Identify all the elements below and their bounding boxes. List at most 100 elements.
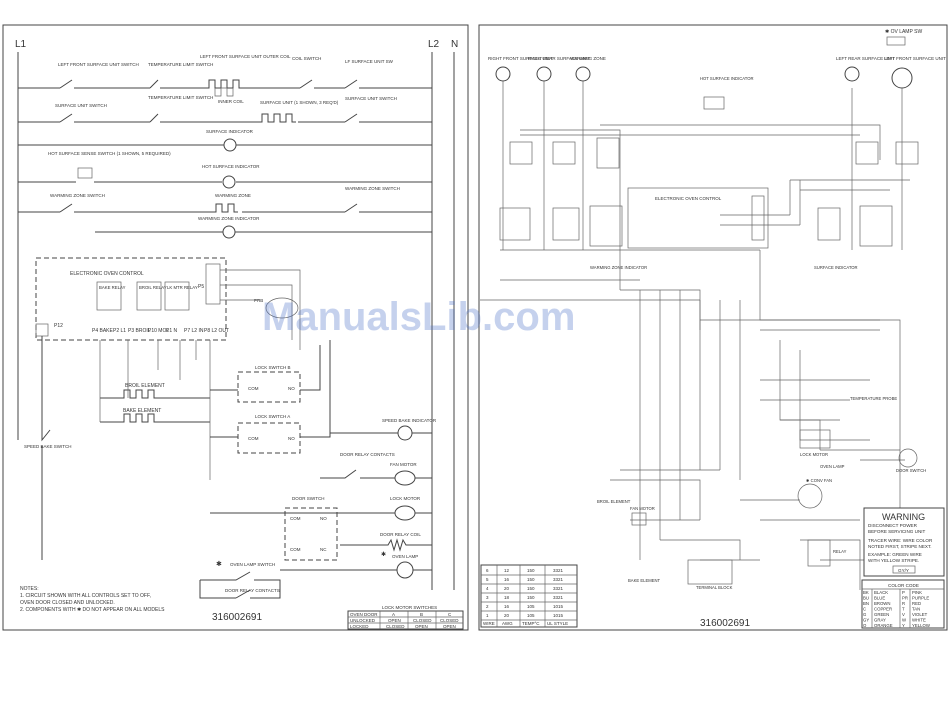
warning-line-2: TRACER WIRE: WIRE COLOR xyxy=(868,538,933,543)
wire-r4c3: 1015 xyxy=(553,604,564,609)
label-oven-lamp-star: ✱ xyxy=(381,551,386,558)
cc-r2c2: R xyxy=(902,601,905,606)
warning-line-3: NOTED FIRST, STRIPE NEXT. xyxy=(868,544,932,549)
label-conv-fan: ✱ CONV FAN xyxy=(806,478,832,483)
wire-r2c1: 20 xyxy=(504,586,510,591)
wire-h2: TEMP°C xyxy=(522,621,540,626)
label-inner-coil: INNER COIL xyxy=(218,99,244,104)
label-electronic-oven-control-r: ELECTRONIC OVEN CONTROL xyxy=(655,196,722,201)
surface-units-row: RIGHT FRONT SURFACE UNIT RIGHT REAR SURF… xyxy=(488,29,946,110)
wire-r0c1: 12 xyxy=(504,568,510,573)
label-warming-zone-switch-r: WARMING ZONE SWITCH xyxy=(345,186,400,191)
label-lock-a-no: NO xyxy=(288,436,295,441)
hot-surface-indicator-box xyxy=(703,96,725,110)
lock-switches: LOCK SWITCH B COM NO LOCK SWITCH A COM N… xyxy=(210,340,331,454)
conv-fan-icon xyxy=(797,483,823,509)
cc-r5c1: GRAY xyxy=(874,618,886,623)
label-coil-switch: COIL SWITCH xyxy=(292,56,321,61)
oven-lamp-switch: ✱ OVEN LAMP SWITCH DOOR RELAY CONTACTS xyxy=(199,560,281,599)
wire-r3c0: 3 xyxy=(486,595,489,600)
lk-mtr-relay xyxy=(164,281,190,311)
cc-r4c2: V xyxy=(902,612,905,617)
ov-lamp-sw-box xyxy=(886,36,906,46)
hot-surface-indicator-lamp xyxy=(222,175,236,189)
notes: NOTES: 1. CIRCUIT SHOWN WITH ALL CONTROL… xyxy=(20,586,165,613)
label-lock-b-no: NO xyxy=(288,386,295,391)
terminal-block-box xyxy=(687,559,733,585)
wire-r4c2: 105 xyxy=(527,604,535,609)
label-surface-unit-switch-r: SURFACE UNIT SWITCH xyxy=(345,96,397,101)
p5-connector xyxy=(205,263,221,305)
wire-h3: UL STYLE xyxy=(547,621,568,626)
cc-r1c1: BLUE xyxy=(874,596,885,601)
cc-r5c3: WHITE xyxy=(912,618,926,623)
wire-r4c1: 16 xyxy=(504,604,510,609)
cc-r3c2: T xyxy=(902,607,905,612)
broil-relay xyxy=(136,281,162,311)
wire-r3c1: 18 xyxy=(504,595,510,600)
lock-switch-b-box xyxy=(237,371,301,403)
lock-table-r0c3: CLOSED xyxy=(440,618,459,623)
label-p3-broil: P3 BROIL xyxy=(128,328,151,334)
label-n: N xyxy=(451,39,458,50)
label-speed-bake-indicator: SPEED BAKE INDICATOR xyxy=(382,418,437,423)
label-door-switch: DOOR SWITCH xyxy=(292,496,325,501)
electronic-oven-control-r: ELECTRONIC OVEN CONTROL WARMING ZONE IND… xyxy=(590,187,858,270)
label-lock-motor: LOCK MOTOR xyxy=(390,496,421,501)
label-lk-mtr-relay: LK MTR RELAY xyxy=(167,285,198,290)
wire-r0c0: 6 xyxy=(486,568,489,573)
label-surface-unit-shown: SURFACE UNIT (1 SHOWN, 3 REQ'D) xyxy=(260,100,339,105)
electronic-oven-control-block: ELECTRONIC OVEN CONTROL BAKE RELAY BROIL… xyxy=(35,257,229,341)
cc-r6c2: Y xyxy=(902,623,905,628)
lock-table-title: LOCK MOTOR SWITCHES xyxy=(382,605,437,610)
watermark: ManualsLib.com xyxy=(262,295,575,339)
note-line-1: 1. CIRCUIT SHOWN WITH ALL CONTROLS SET T… xyxy=(20,593,151,599)
note-line-0: NOTES: xyxy=(20,586,39,592)
label-lf-outer-coil: LEFT FRONT SURFACE UNIT OUTER COIL xyxy=(200,54,291,59)
label-lock-motor-r: LOCK MOTOR xyxy=(800,452,828,457)
cc-r1c3: PURPLE xyxy=(912,596,929,601)
label-hot-surface-indicator: HOT SURFACE INDICATOR xyxy=(202,164,260,169)
label-broil-element-r: BROIL ELEMENT xyxy=(597,499,631,504)
lock-switch-a-box xyxy=(237,422,301,454)
lock-table-r0c1: OPEN xyxy=(388,618,401,623)
label-bake-element: BAKE ELEMENT xyxy=(123,408,161,414)
label-electronic-oven-control: ELECTRONIC OVEN CONTROL xyxy=(70,271,144,277)
wire-r3c2: 150 xyxy=(527,595,535,600)
label-lf-surface-unit-switch: LEFT FRONT SURFACE UNIT SWITCH xyxy=(58,62,139,67)
label-bake-element-r: BAKE ELEMENT xyxy=(628,578,661,583)
label-oven-lamp-r: OVEN LAMP xyxy=(820,464,845,469)
cc-r1c2: PR xyxy=(902,596,908,601)
warning-title: WARNING xyxy=(882,512,925,522)
probe: PRB xyxy=(220,269,301,350)
label-oven-lamp-switch: OVEN LAMP SWITCH xyxy=(230,562,275,567)
wire-r5c2: 105 xyxy=(527,613,535,618)
wire-r1c1: 16 xyxy=(504,577,510,582)
label-door-com-1: COM xyxy=(290,516,301,521)
note-line-3: 2. COMPONENTS WITH ✱ DO NOT APPEAR ON AL… xyxy=(20,607,165,613)
cc-r4c3: VIOLET xyxy=(912,612,928,617)
cc-r6c3: YELLOW xyxy=(912,623,931,628)
label-surface-indicator-r: SURFACE INDICATOR xyxy=(814,265,858,270)
row-surface-unit: SURFACE UNIT SWITCH TEMPERATURE LIMIT SW… xyxy=(18,95,432,152)
label-warming-zone-switch: WARMING ZONE SWITCH xyxy=(50,193,105,198)
label-p12: P12 xyxy=(54,323,63,329)
label-oven-lamp: OVEN LAMP xyxy=(392,554,418,559)
label-prb: PRB xyxy=(254,298,263,303)
cc-r2c0: BN xyxy=(863,601,869,606)
label-fan-motor-r: FAN MOTOR xyxy=(630,506,655,511)
label-fan-motor: FAN MOTOR xyxy=(390,462,417,467)
cc-r3c0: C xyxy=(863,607,866,612)
switch-blocks xyxy=(499,137,919,247)
warning-line-6: GY/Y xyxy=(898,568,909,573)
label-ov-lamp-sw: ✱ OV LAMP SW xyxy=(885,29,922,35)
wire-h0: WIRE xyxy=(483,621,495,626)
lock-table-r0c0: UNLOCKED xyxy=(350,618,376,623)
wire-r1c0: 5 xyxy=(486,577,489,582)
lock-table-h3: C xyxy=(448,612,452,617)
speed-bake-switch: SPEED BAKE SWITCH xyxy=(24,336,72,560)
label-warming-zone-indicator: WARMING ZONE INDICATOR xyxy=(198,216,260,221)
label-right-front-unit: RIGHT FRONT SURFACE UNIT xyxy=(488,56,553,61)
label-broil-element: BROIL ELEMENT xyxy=(125,383,165,389)
label-door-switch-r: DOOR SWITCH xyxy=(896,468,926,473)
